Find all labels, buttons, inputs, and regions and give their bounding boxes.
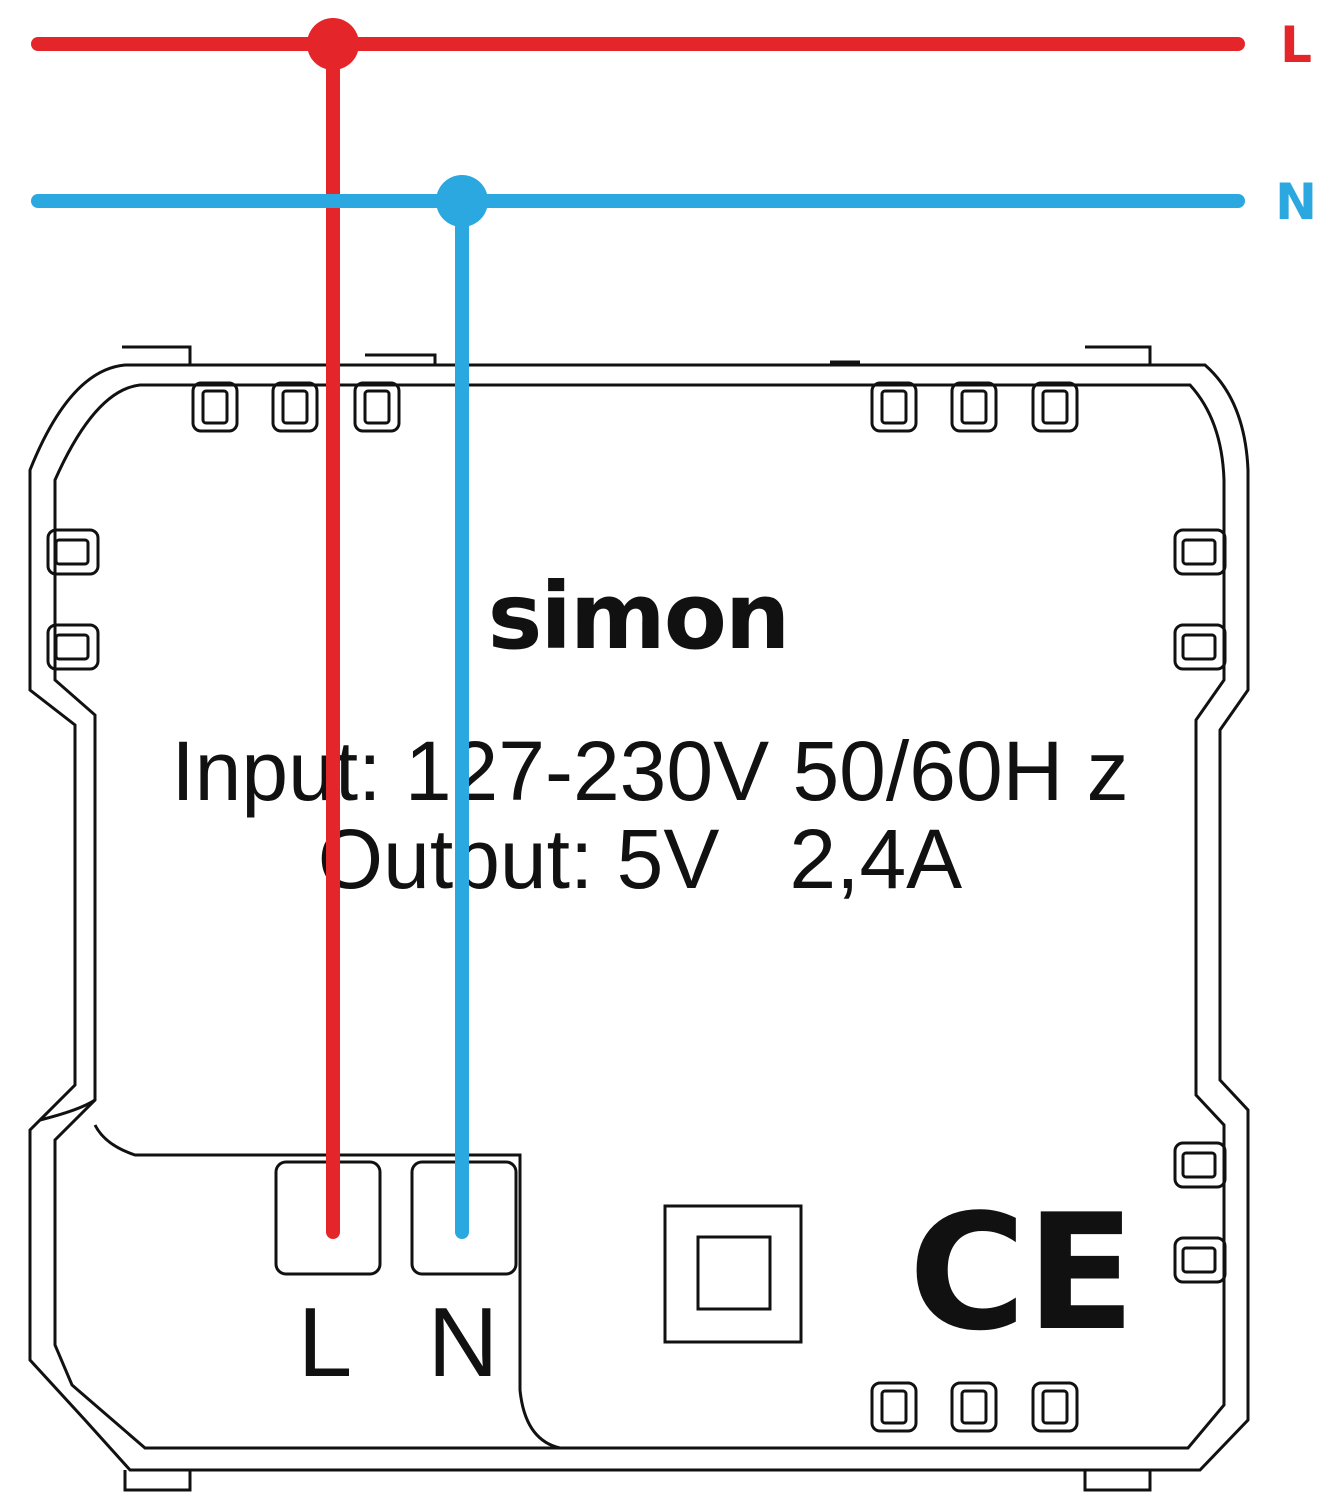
terminal-l-label: L [298, 1287, 353, 1397]
neutral-junction-dot [436, 175, 488, 227]
terminal-n-label: N [428, 1287, 499, 1397]
neutral-line-label: N [1275, 173, 1317, 231]
live-line-label: L [1280, 16, 1312, 74]
live-wire [31, 18, 1245, 1239]
side-clips [46, 528, 1227, 1284]
terminal-blocks [274, 1160, 518, 1276]
live-junction-dot [307, 18, 359, 70]
brand-logo: simon [488, 563, 789, 670]
output-spec: Output: 5V 2,4A [318, 812, 962, 906]
bottom-clips [870, 1381, 1079, 1433]
ce-mark: CE [909, 1179, 1136, 1366]
device-body [28, 345, 1250, 1492]
neutral-wire [31, 175, 1245, 1239]
top-clips [191, 381, 1079, 433]
input-spec: Input: 127-230V 50/60H z [171, 724, 1128, 818]
square-button [663, 1204, 803, 1344]
